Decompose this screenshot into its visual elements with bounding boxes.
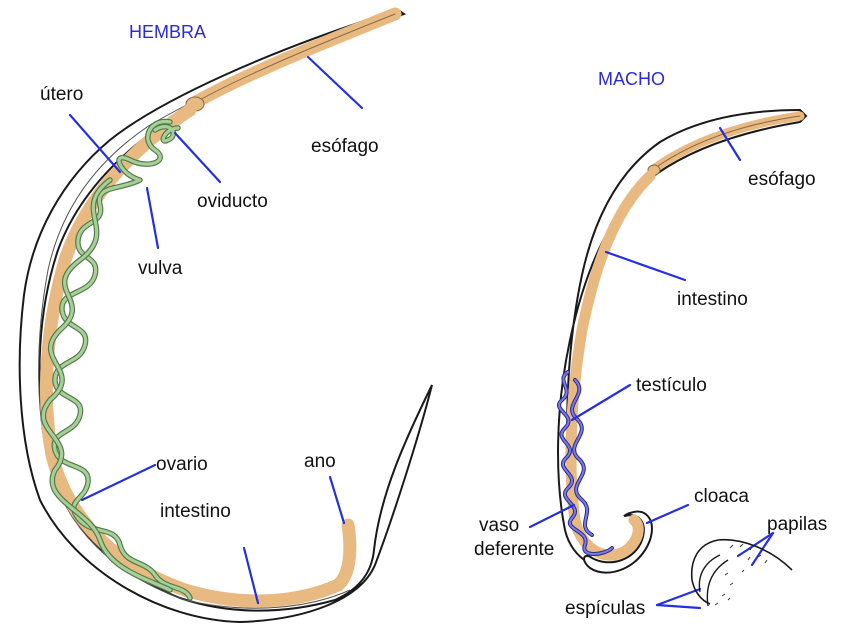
female-label-oviducto: oviducto bbox=[197, 191, 268, 212]
male-esophagus-edge bbox=[654, 115, 801, 169]
female-ovary-coils-inner bbox=[41, 178, 172, 592]
male-testiculo-leader bbox=[570, 383, 632, 422]
male-label-deferente: deferente bbox=[474, 539, 554, 560]
male-tail-detail bbox=[690, 538, 793, 607]
female-label-intestino: intestino bbox=[160, 501, 231, 522]
female-ano-leader bbox=[328, 475, 346, 525]
female-utero-leader bbox=[68, 113, 122, 174]
female-esophagus-edge bbox=[195, 13, 396, 103]
female-title: HEMBRA bbox=[129, 22, 206, 42]
male-tail-curl bbox=[583, 510, 653, 574]
male-label-testiculo: testículo bbox=[636, 375, 707, 396]
female-label-ano: ano bbox=[304, 451, 336, 472]
female-vulva-leader bbox=[145, 186, 160, 250]
male-vaso-deferente-leader bbox=[528, 503, 576, 529]
female-oviducto-leader bbox=[173, 131, 222, 184]
female-label-vulva: vulva bbox=[138, 258, 183, 279]
male-vas-deferens-coils-inner bbox=[571, 379, 593, 536]
male-label-cloaca: cloaca bbox=[694, 486, 749, 507]
male-intestino-leader bbox=[604, 250, 687, 282]
male-label-espiculas: espículas bbox=[565, 598, 645, 619]
male-intestine bbox=[565, 170, 656, 561]
male-espiculas-leader-2 bbox=[655, 603, 702, 610]
tail-detail-papillae bbox=[714, 543, 768, 606]
tail-detail-spicule-1 bbox=[698, 554, 721, 593]
female-oviduct-coils-inner bbox=[153, 125, 180, 143]
female-esophagus bbox=[189, 7, 402, 109]
female-intestine bbox=[39, 103, 357, 608]
male-label-papilas: papilas bbox=[767, 514, 827, 535]
male-espiculas-leader-1 bbox=[655, 587, 702, 607]
male-label-vaso: vaso bbox=[479, 515, 519, 536]
female-label-esofago: esófago bbox=[311, 136, 379, 157]
male-papilas-leader-1 bbox=[736, 531, 775, 558]
male-testis-coils-inner bbox=[558, 371, 613, 555]
female-esofago-leader bbox=[306, 55, 364, 110]
female-worm: HEMBRA esófago útero oviducto vulva ovar… bbox=[18, 7, 433, 624]
female-intestino-leader bbox=[242, 546, 260, 605]
female-uterus-coils-inner bbox=[52, 120, 192, 600]
male-title: MACHO bbox=[598, 69, 665, 89]
male-esofago-leader bbox=[718, 126, 742, 162]
male-cloaca-leader bbox=[645, 503, 690, 525]
female-label-ovario: ovario bbox=[156, 454, 208, 475]
tail-detail-spicule-2 bbox=[706, 559, 729, 607]
tail-detail-outline bbox=[690, 538, 793, 605]
male-label-esofago: esófago bbox=[748, 169, 816, 190]
female-body-outline bbox=[18, 8, 433, 624]
male-worm: MACHO esófago intestino testículo cloaca… bbox=[474, 69, 827, 619]
female-label-utero: útero bbox=[40, 84, 83, 105]
female-ovario-leader bbox=[80, 463, 157, 502]
male-label-intestino: intestino bbox=[677, 289, 748, 310]
